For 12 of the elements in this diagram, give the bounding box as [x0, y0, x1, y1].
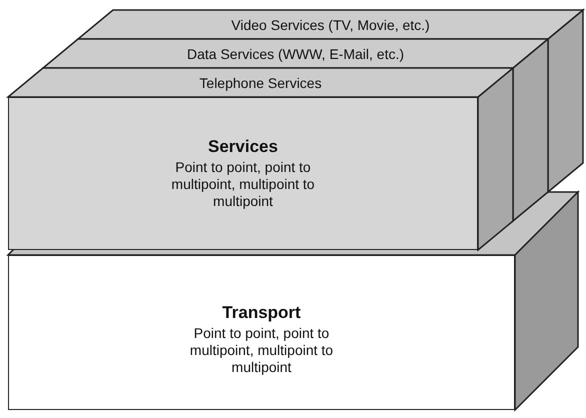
block-description: Point to point, point to multipoint, multipoint to multipoint: [188, 325, 334, 376]
service-layer-band: [78, 10, 583, 39]
block-description: Point to point, point to multipoint, multipoint to multipoint: [170, 159, 316, 210]
block-title: Services: [208, 137, 278, 158]
block-title: Transport: [222, 303, 301, 324]
layer-label: Data Services (WWW, E-Mail, etc.): [186, 46, 404, 62]
service-layer-band: [8, 68, 513, 97]
layer-label: Video Services (TV, Movie, etc.): [231, 16, 430, 32]
layer-label: Telephone Services: [199, 74, 322, 90]
layer-block: [8, 255, 515, 410]
service-layer-band: [43, 39, 548, 68]
layer-block: [8, 97, 478, 250]
